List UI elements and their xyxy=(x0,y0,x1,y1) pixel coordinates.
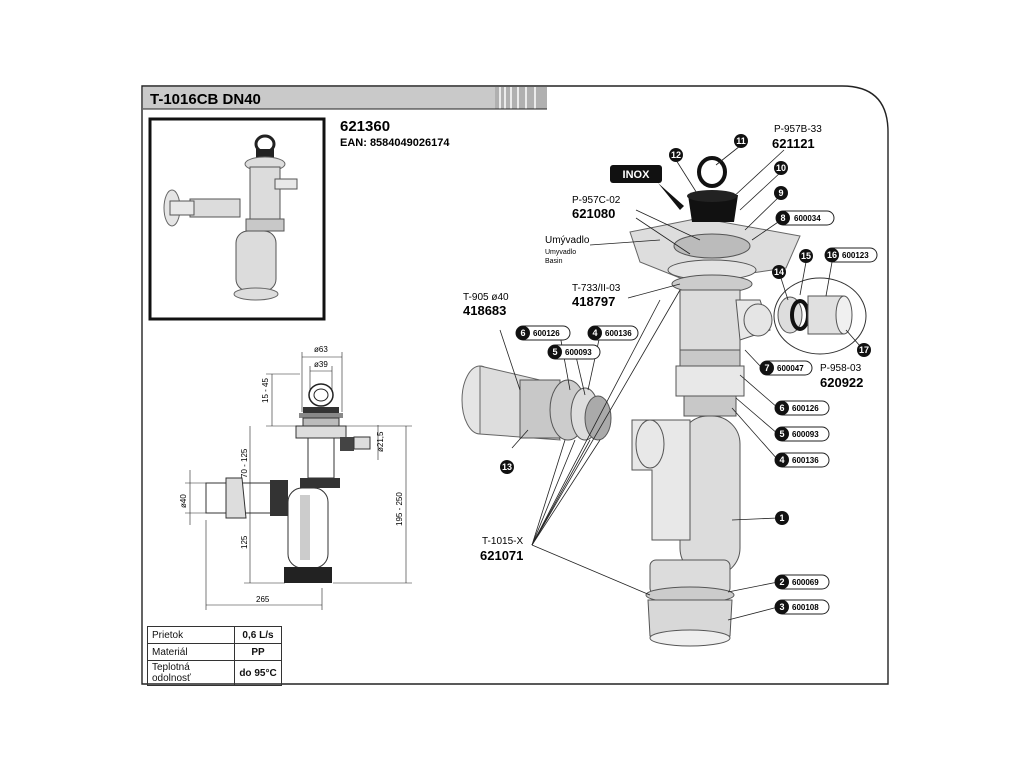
label-t1015-code: 621071 xyxy=(480,548,523,563)
svg-text:600093: 600093 xyxy=(565,348,592,357)
label-basin: Basin xyxy=(545,258,563,265)
spec-label: Teplotná odolnosť xyxy=(147,660,235,686)
spec-label: Prietok xyxy=(147,626,235,644)
dim-h195-250: 195 - 250 xyxy=(395,492,404,526)
callout-4-600136-right: 4 600136 xyxy=(774,452,830,468)
dim-h125: 125 xyxy=(240,535,249,549)
label-umyvadlo: Umývadlo xyxy=(545,235,590,246)
svg-text:14: 14 xyxy=(774,267,784,277)
leader-lines xyxy=(499,145,861,621)
callout-9: 9 xyxy=(774,186,788,200)
callout-3-600108: 3 600108 xyxy=(774,599,830,615)
svg-text:8: 8 xyxy=(780,213,785,223)
spec-row: Prietok 0,6 L/s xyxy=(147,626,282,644)
callout-13: 13 xyxy=(500,460,514,474)
svg-text:7: 7 xyxy=(764,363,769,373)
svg-text:600108: 600108 xyxy=(792,603,819,612)
product-photo xyxy=(163,134,298,301)
callout-5-600093-left: 5 600093 xyxy=(547,344,601,360)
label-umyvadlo-cz: Umyvadlo xyxy=(545,249,576,256)
svg-text:3: 3 xyxy=(779,602,784,612)
label-t733-code: 418797 xyxy=(572,294,615,309)
dim-h70-125: 70 - 125 xyxy=(240,448,249,478)
label-t905-code: 418683 xyxy=(463,303,506,318)
callout-1: 1 xyxy=(775,511,789,525)
svg-text:12: 12 xyxy=(671,150,681,160)
dim-d21-5: ø21,5 xyxy=(376,431,385,452)
product-photo-frame xyxy=(148,117,326,321)
callout-6-600126-right: 6 600126 xyxy=(774,400,830,416)
exploded-view xyxy=(461,156,867,647)
svg-text:4: 4 xyxy=(779,455,784,465)
callout-8-600034: 8 600034 xyxy=(775,210,835,226)
spec-row: Materiál PP xyxy=(147,643,282,661)
callout-7-600047: 7 600047 xyxy=(759,360,813,376)
svg-text:6: 6 xyxy=(520,328,525,338)
svg-text:5: 5 xyxy=(779,429,784,439)
spec-table: Prietok 0,6 L/s Materiál PP Teplotná odo… xyxy=(147,626,282,686)
label-p958: P-958-03 xyxy=(820,363,862,374)
svg-text:9: 9 xyxy=(778,188,783,198)
svg-text:11: 11 xyxy=(736,136,746,146)
label-t1015: T-1015-X xyxy=(482,536,523,547)
svg-text:600126: 600126 xyxy=(792,404,819,413)
label-p957c-code: 621080 xyxy=(572,206,615,221)
svg-text:5: 5 xyxy=(552,347,557,357)
callout-17: 17 xyxy=(857,343,871,357)
product-code: 621360 xyxy=(340,118,390,135)
callout-5-600093-right: 5 600093 xyxy=(774,426,830,442)
spec-value: 0,6 L/s xyxy=(234,626,282,644)
page-title: T-1016CB DN40 xyxy=(150,91,261,108)
callout-15: 15 xyxy=(799,249,813,263)
label-p957c: P-957C-02 xyxy=(572,195,621,206)
dim-w265: 265 xyxy=(256,595,270,604)
label-t905: T-905 ø40 xyxy=(463,292,509,303)
svg-text:600136: 600136 xyxy=(792,456,819,465)
svg-text:600093: 600093 xyxy=(792,430,819,439)
inox-tag: INOX xyxy=(610,165,684,210)
callout-14: 14 xyxy=(772,265,786,279)
spec-value: do 95°C xyxy=(234,660,282,686)
svg-text:13: 13 xyxy=(502,462,512,472)
product-ean: EAN: 8584049026174 xyxy=(340,137,450,149)
label-p957b-code: 621121 xyxy=(772,136,815,151)
callout-4-600136-left: 4 600136 xyxy=(587,325,639,341)
svg-text:600136: 600136 xyxy=(605,329,632,338)
callout-12: 12 xyxy=(669,148,683,162)
inox-label: INOX xyxy=(623,169,651,181)
callout-10: 10 xyxy=(774,161,788,175)
spec-row: Teplotná odolnosť do 95°C xyxy=(147,660,282,686)
svg-text:17: 17 xyxy=(859,345,869,355)
callout-6-600126-left: 6 600126 xyxy=(515,325,571,341)
dim-d39: ø39 xyxy=(314,360,328,369)
svg-text:2: 2 xyxy=(779,577,784,587)
svg-text:4: 4 xyxy=(592,328,597,338)
svg-text:600034: 600034 xyxy=(794,214,821,223)
technical-drawing xyxy=(185,352,412,610)
label-p958-code: 620922 xyxy=(820,375,863,390)
outer-frame xyxy=(141,85,889,685)
dim-d40: ø40 xyxy=(179,494,188,508)
dim-d63: ø63 xyxy=(314,345,328,354)
svg-text:15: 15 xyxy=(801,251,811,261)
label-t733: T-733/II-03 xyxy=(572,283,621,294)
svg-text:1: 1 xyxy=(779,513,784,523)
spec-label: Materiál xyxy=(147,643,235,661)
svg-text:600126: 600126 xyxy=(533,329,560,338)
callout-16-600123: 16 600123 xyxy=(824,247,878,263)
svg-text:600123: 600123 xyxy=(842,251,869,260)
svg-text:16: 16 xyxy=(827,250,837,260)
svg-text:10: 10 xyxy=(776,163,786,173)
callout-2-600069: 2 600069 xyxy=(774,574,830,590)
label-p957b: P-957B-33 xyxy=(774,124,822,135)
svg-text:600047: 600047 xyxy=(777,364,804,373)
dim-h15-45: 15 - 45 xyxy=(261,378,270,403)
svg-text:6: 6 xyxy=(779,403,784,413)
svg-text:600069: 600069 xyxy=(792,578,819,587)
callout-11: 11 xyxy=(734,134,748,148)
title-bar xyxy=(143,87,495,109)
spec-value: PP xyxy=(234,643,282,661)
